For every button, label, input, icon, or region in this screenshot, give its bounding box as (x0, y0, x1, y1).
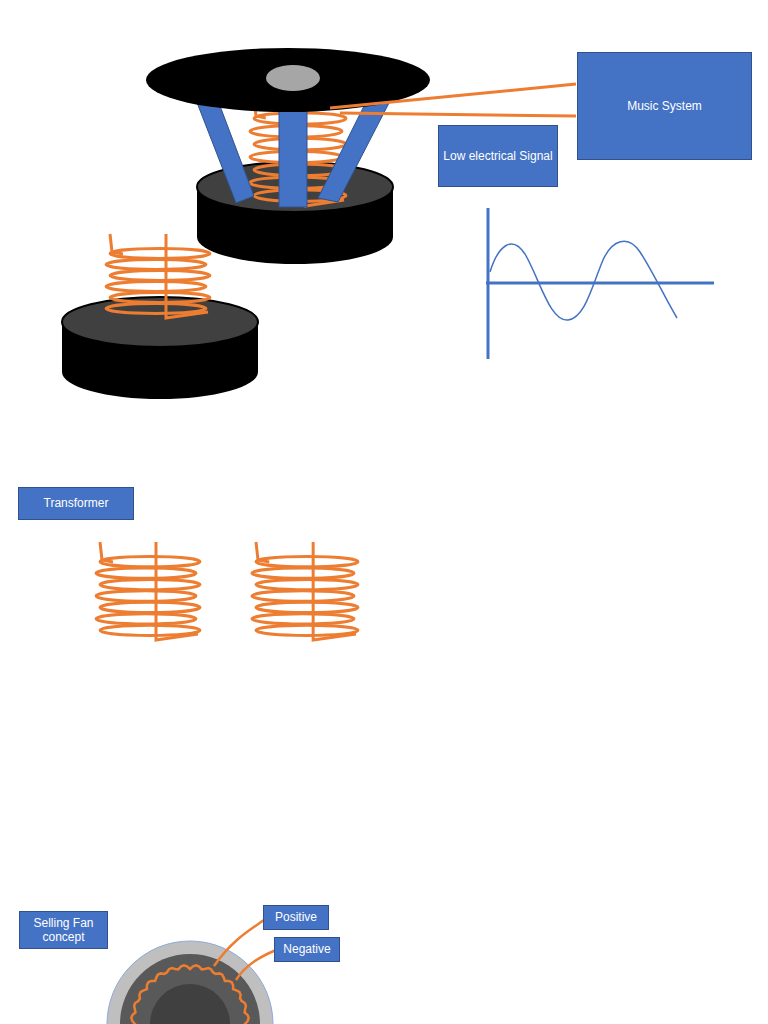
winding-loop (252, 568, 354, 578)
signal-graph (486, 208, 714, 359)
coil-lead (313, 542, 356, 640)
signal-box: Low electrical Signal (438, 125, 558, 187)
winding-loop (256, 557, 358, 567)
node-label: Transformer (44, 496, 109, 510)
winding-loop (100, 625, 200, 635)
system-box: Music System (577, 52, 752, 160)
winding-loop (106, 304, 206, 314)
winding-loop (96, 568, 196, 578)
node-label: Music System (627, 99, 702, 113)
coil (252, 542, 358, 640)
winding-loop (256, 579, 358, 589)
coil (106, 234, 210, 318)
section-label-box: Transformer (18, 487, 134, 520)
terminal-label-box: Negative (274, 937, 340, 962)
coil-lead (256, 542, 269, 562)
winding-loop (256, 625, 358, 635)
winding-loop (106, 260, 206, 270)
coil-windings (96, 98, 358, 640)
node-label: Positive (275, 910, 317, 924)
winding-loop (106, 282, 206, 292)
winding-loop (110, 271, 210, 281)
signal-wire (330, 84, 576, 116)
winding-loop (131, 965, 248, 1024)
winding-loop (100, 557, 200, 567)
coil (96, 542, 200, 640)
winding-loop (100, 579, 200, 589)
terminal-label-box: Positive (263, 905, 329, 930)
node-label: Selling Fan concept (20, 916, 107, 945)
node-label: Negative (283, 942, 330, 956)
fan-stator (107, 941, 273, 1024)
winding-loop (110, 249, 210, 259)
winding-loop (100, 602, 200, 612)
winding-loop (110, 293, 210, 303)
coil-lead (166, 234, 208, 318)
winding-loop (96, 614, 196, 624)
magnet-cylinder (62, 297, 258, 399)
coil-lead (156, 542, 198, 640)
winding-loop (96, 591, 196, 601)
winding-loop (252, 614, 354, 624)
fan-winding (131, 965, 248, 1024)
node-label: Low electrical Signal (443, 149, 552, 163)
winding-loop (256, 602, 358, 612)
coil-lead (100, 542, 113, 562)
coil-lead (110, 234, 123, 254)
winding-loop (252, 591, 354, 601)
section-label-box: Selling Fan concept (19, 911, 108, 949)
